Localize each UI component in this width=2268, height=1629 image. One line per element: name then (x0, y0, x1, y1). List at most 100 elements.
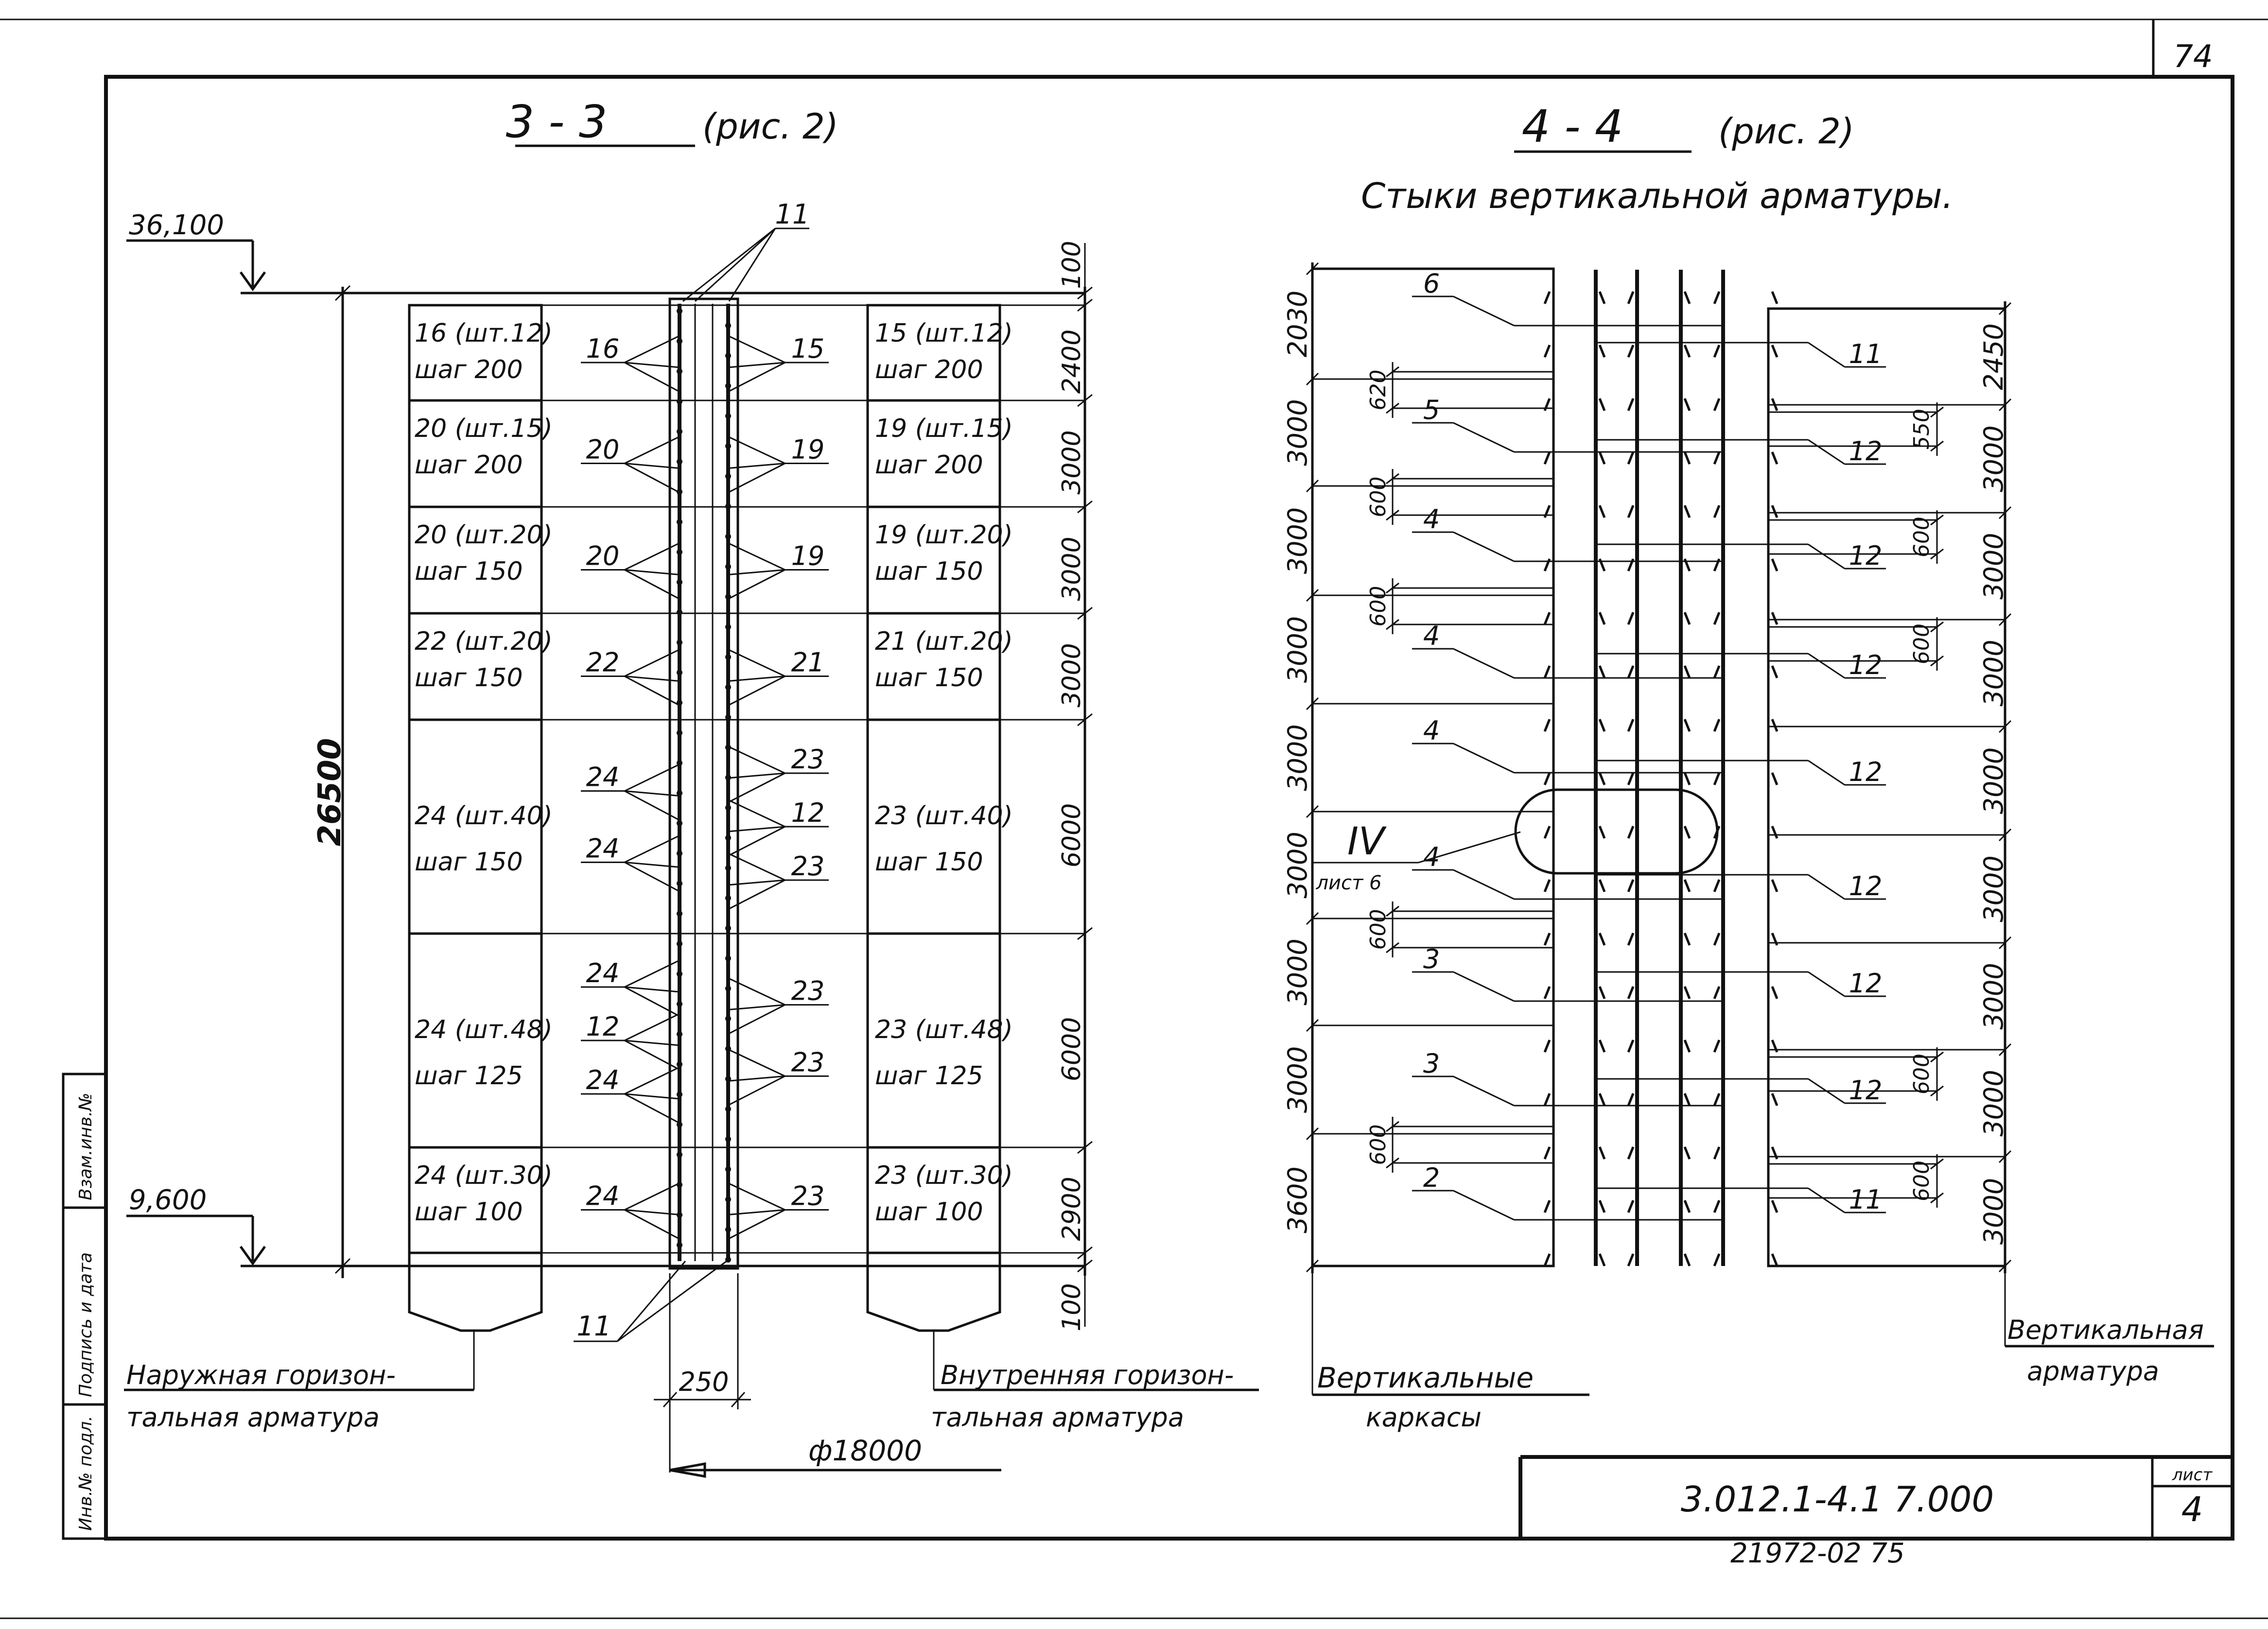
segment-dimension: 3000 (1978, 425, 2009, 492)
splice-tick (1713, 345, 1721, 358)
splice-tick (1683, 665, 1691, 678)
callout-leader (1808, 653, 1845, 679)
rebar-dot (677, 730, 682, 736)
outer-rebar-spec: 22 (шт.20) (415, 627, 553, 656)
splice-tick (1683, 1093, 1691, 1106)
lap-dimension: 600 (1366, 909, 1391, 950)
splice-tick (1771, 826, 1779, 839)
dimension-label: 6000 (1057, 1017, 1086, 1081)
elevation-bottom-label: 9,600 (129, 1184, 207, 1216)
frames-label-line-1: Вертикальные (1317, 1361, 1534, 1394)
callout-leader (1453, 295, 1515, 327)
callout-leader (728, 1182, 785, 1211)
dimension-label: 6000 (1057, 803, 1086, 867)
rebar-dot (725, 1227, 731, 1232)
callout-leader (728, 1048, 785, 1077)
dimension-label: 100 (1057, 241, 1086, 289)
rebar-mark-callout: 24 (586, 762, 620, 793)
splice-tick (1543, 505, 1551, 518)
elevation-top: 36,100 (126, 209, 1085, 295)
callout-leader (728, 772, 785, 779)
splice-tick (1598, 772, 1606, 785)
callout-leader (624, 1066, 680, 1095)
inner-label-line-2: тальная арматура (931, 1402, 1184, 1433)
callout-leader (728, 569, 785, 575)
rebar-dot (677, 971, 682, 977)
splice-tick (1713, 826, 1721, 839)
splice-tick (1627, 612, 1635, 625)
segment-dimension: 3000 (1978, 963, 2009, 1029)
splice-tick (1627, 451, 1635, 465)
left-frame-joints: 2030300030003000300030003000300036006206… (1282, 262, 1723, 1273)
frame-mark: 4 (1423, 842, 1440, 872)
splice-tick (1683, 291, 1691, 304)
callout-leader (1808, 760, 1845, 786)
outer-rebar-leader: Наружная горизон- тальная арматура (124, 1360, 474, 1433)
callout-leader (624, 1209, 680, 1240)
segment-dimension: 3000 (1978, 855, 2009, 922)
callout-leader (1453, 1075, 1515, 1107)
splice-tick (1598, 1146, 1606, 1160)
outer-label-line-1: Наружная горизон- (126, 1360, 396, 1390)
dimension-tick (1077, 713, 1093, 727)
splice-tick (1598, 451, 1606, 465)
rebar-dot (725, 1046, 731, 1052)
document-code: 3.012.1-4.1 7.000 (1681, 1479, 1994, 1520)
rebar-dot (725, 1166, 731, 1172)
rebar-dot (725, 684, 731, 690)
dimension-label: 3000 (1057, 537, 1086, 601)
rebar-mark: 11 (1849, 339, 1883, 369)
splice-tick (1543, 1253, 1551, 1266)
callout-leader (624, 569, 680, 575)
detail-sheet-ref: лист 6 (1315, 872, 1381, 894)
splice-tick (1543, 1146, 1551, 1160)
section-4-4-reference: (рис. 2) (1718, 111, 1854, 152)
splice-tick (1713, 665, 1721, 678)
wall-thickness-label: 250 (679, 1367, 729, 1397)
rebar-dot (725, 624, 731, 630)
splice-tick (1713, 1040, 1721, 1053)
rebar-mark-callout: 22 (586, 647, 620, 678)
right-frame-joints: 2450300030003000300030003000300030005506… (1543, 291, 2012, 1273)
splice-tick (1543, 291, 1551, 304)
splice-tick (1598, 398, 1606, 411)
sheet-frame: 74 Инв.№ подл. Подпись и дата Взам.инв.№… (0, 18, 2268, 1619)
callout-leader (624, 861, 680, 868)
splice-tick (1543, 772, 1551, 785)
archive-number: 21972-02 75 (1730, 1538, 1905, 1569)
frame-mark: 6 (1423, 268, 1440, 299)
segment-dimension: 3000 (1282, 938, 1313, 1005)
callout-leader (1808, 439, 1845, 465)
rebar-dot (725, 473, 731, 479)
splice-tick (1771, 505, 1779, 518)
splice-tick (1598, 1040, 1606, 1053)
splice-tick (1683, 451, 1691, 465)
splice-tick (1543, 1093, 1551, 1106)
callout-leader (624, 986, 680, 993)
inner-rebar-spec: 21 (шт.20) (875, 627, 1013, 656)
segment-dimension: 3000 (1978, 1070, 2009, 1136)
rebar-dot (725, 1016, 731, 1022)
rebar-label-line-1: Вертикальная (2007, 1315, 2204, 1345)
dimension-tick (1077, 1141, 1093, 1154)
rebar-mark-callout: 12 (586, 1011, 620, 1042)
section-4-4: 4 - 4 (рис. 2) Стыки вертикальной армату… (1282, 101, 2214, 1433)
splice-tick (1771, 1093, 1779, 1106)
outer-rebar-pitch: шаг 150 (415, 557, 523, 586)
rebar-dot (725, 805, 731, 811)
lap-dimension: 600 (1909, 517, 1934, 557)
rebar-mark: 12 (1849, 540, 1883, 571)
splice-tick (1713, 1253, 1721, 1266)
rebar-dot (725, 503, 731, 509)
frame-mark: 4 (1423, 504, 1440, 535)
splice-tick (1683, 345, 1691, 358)
splice-tick (1771, 1253, 1779, 1266)
splice-tick (1713, 505, 1721, 518)
splice-tick (1627, 1253, 1635, 1266)
splice-tick (1771, 719, 1779, 732)
lap-dimension: 600 (1909, 1054, 1934, 1094)
callout-leader (728, 676, 785, 706)
splice-tick (1543, 719, 1551, 732)
splice-tick (1713, 612, 1721, 625)
